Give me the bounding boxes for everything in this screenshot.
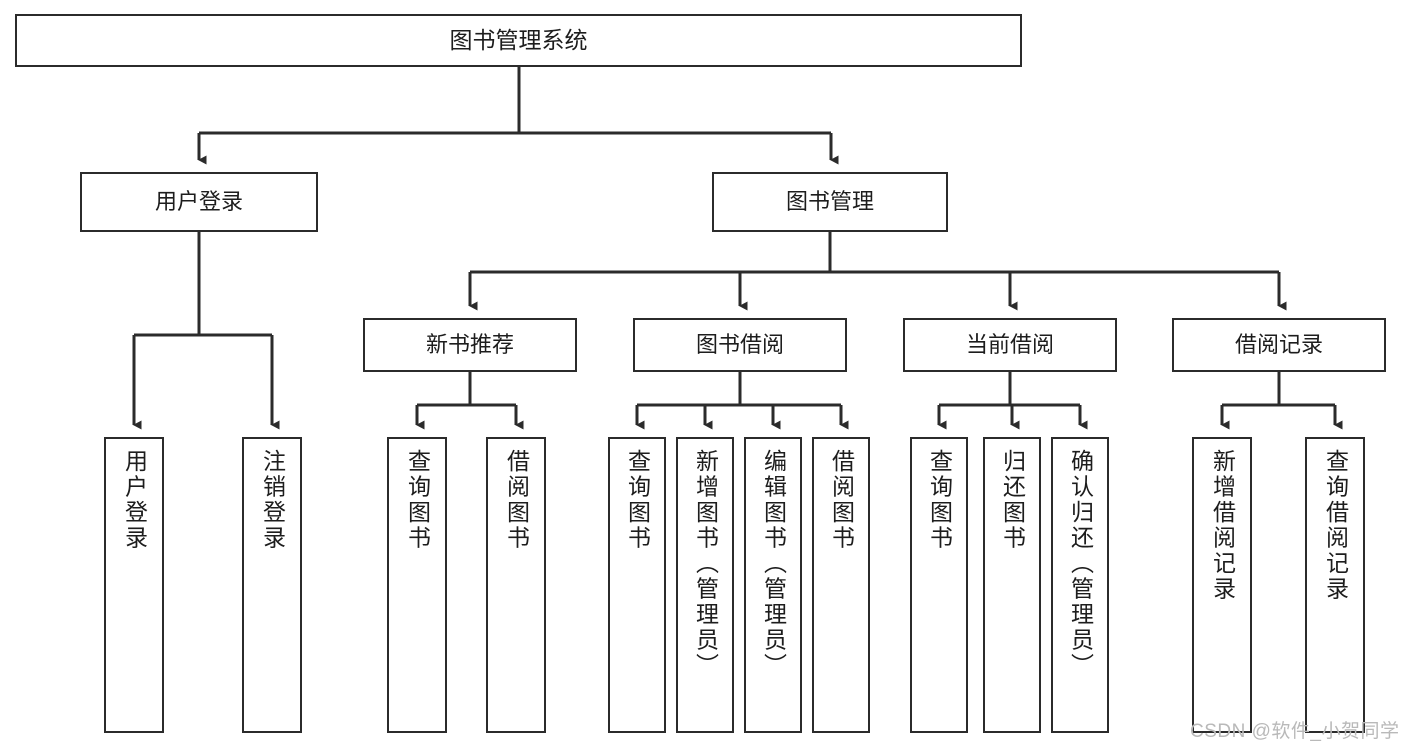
node-book-borrow-label: 图书借阅 bbox=[695, 332, 784, 358]
leaf-logout-label: 注销登录 bbox=[259, 449, 286, 551]
node-root[interactable]: 图书管理系统 bbox=[15, 14, 1022, 67]
node-book-management[interactable]: 图书管理 bbox=[712, 172, 948, 232]
leaf-return-book[interactable]: 归还图书 bbox=[983, 437, 1041, 733]
leaf-borrow-book[interactable]: 借阅图书 bbox=[812, 437, 870, 733]
leaf-add-borrow-record-label: 新增借阅记录 bbox=[1209, 449, 1236, 602]
leaf-logout[interactable]: 注销登录 bbox=[242, 437, 302, 733]
leaf-edit-book-admin[interactable]: 编辑图书（管理员） bbox=[744, 437, 802, 733]
node-user-login-label: 用户登录 bbox=[154, 189, 243, 215]
leaf-query-book-recommend[interactable]: 查询图书 bbox=[387, 437, 447, 733]
node-current-borrow[interactable]: 当前借阅 bbox=[903, 318, 1117, 372]
leaf-confirm-return-admin[interactable]: 确认归还（管理员） bbox=[1051, 437, 1109, 733]
node-current-borrow-label: 当前借阅 bbox=[965, 332, 1054, 358]
leaf-query-book[interactable]: 查询图书 bbox=[608, 437, 666, 733]
node-book-management-label: 图书管理 bbox=[785, 189, 874, 215]
leaf-borrow-book-recommend-label: 借阅图书 bbox=[503, 449, 530, 551]
leaf-query-borrow-record[interactable]: 查询借阅记录 bbox=[1305, 437, 1365, 733]
leaf-borrow-book-label: 借阅图书 bbox=[828, 449, 855, 551]
node-root-label: 图书管理系统 bbox=[449, 26, 588, 53]
watermark: CSDN @软件_小贺同学 bbox=[1190, 721, 1400, 742]
leaf-return-book-label: 归还图书 bbox=[999, 449, 1026, 551]
leaf-add-borrow-record[interactable]: 新增借阅记录 bbox=[1192, 437, 1252, 733]
leaf-confirm-return-admin-label: 确认归还（管理员） bbox=[1067, 449, 1094, 679]
node-borrow-record-label: 借阅记录 bbox=[1234, 332, 1323, 358]
leaf-query-borrow-record-label: 查询借阅记录 bbox=[1322, 449, 1349, 602]
leaf-borrow-book-recommend[interactable]: 借阅图书 bbox=[486, 437, 546, 733]
leaf-add-book-admin[interactable]: 新增图书（管理员） bbox=[676, 437, 734, 733]
leaf-query-book-recommend-label: 查询图书 bbox=[404, 449, 431, 551]
leaf-user-login[interactable]: 用户登录 bbox=[104, 437, 164, 733]
node-user-login[interactable]: 用户登录 bbox=[80, 172, 318, 232]
leaf-edit-book-admin-label: 编辑图书（管理员） bbox=[760, 449, 787, 679]
node-book-borrow[interactable]: 图书借阅 bbox=[633, 318, 847, 372]
leaf-query-book-current[interactable]: 查询图书 bbox=[910, 437, 968, 733]
leaf-user-login-label: 用户登录 bbox=[121, 449, 148, 551]
node-new-book-recommend[interactable]: 新书推荐 bbox=[363, 318, 577, 372]
node-new-book-recommend-label: 新书推荐 bbox=[425, 332, 514, 358]
leaf-query-book-label: 查询图书 bbox=[624, 449, 651, 551]
leaf-query-book-current-label: 查询图书 bbox=[926, 449, 953, 551]
node-borrow-record[interactable]: 借阅记录 bbox=[1172, 318, 1386, 372]
leaf-add-book-admin-label: 新增图书（管理员） bbox=[692, 449, 719, 679]
